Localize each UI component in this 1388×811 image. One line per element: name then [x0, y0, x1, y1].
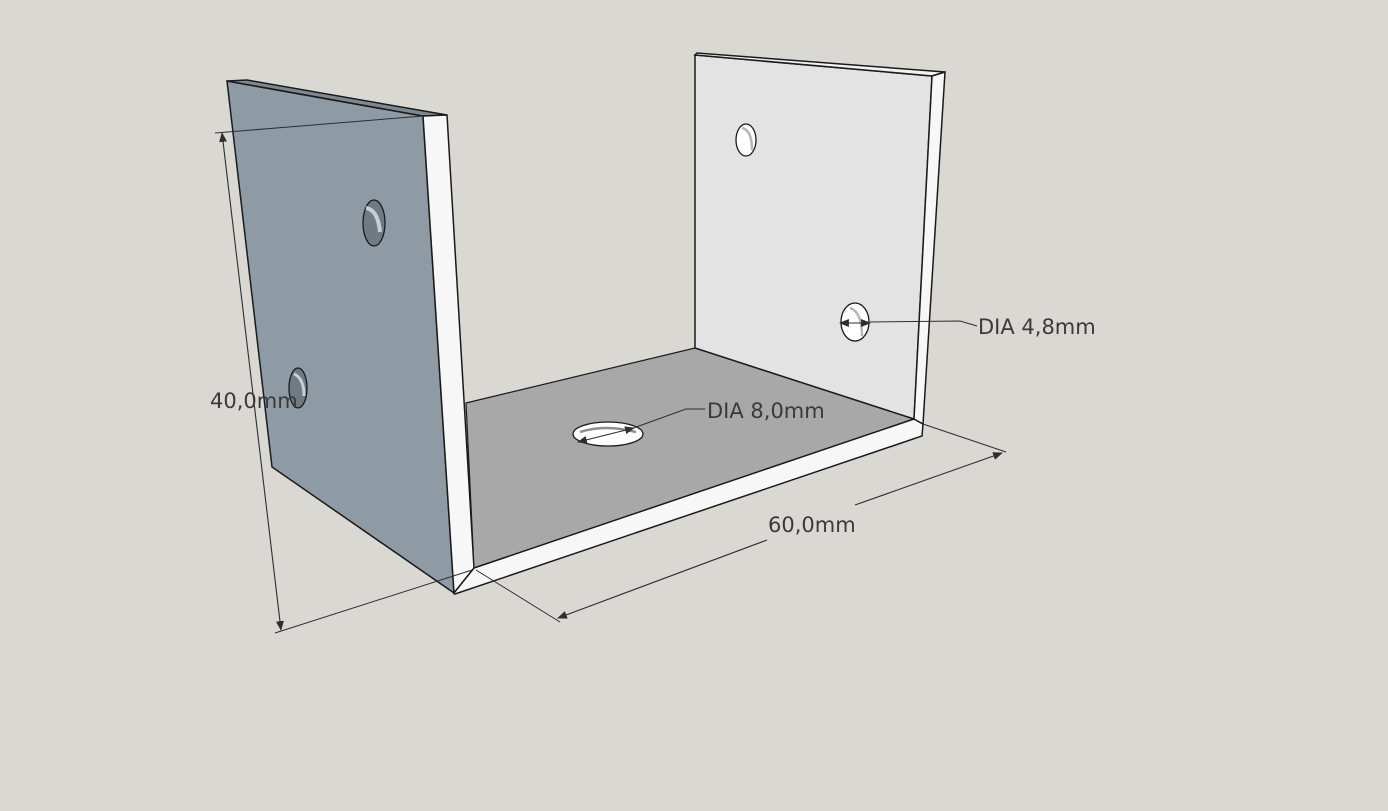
hole-icon: [735, 123, 757, 157]
length-dimension: [475, 423, 1007, 623]
hole-large-label: DIA 8,0mm: [707, 399, 825, 423]
height-dimension: [214, 115, 473, 634]
height-dimension-label: 40,0mm: [210, 389, 298, 413]
length-dimension-label: 60,0mm: [768, 513, 856, 537]
hole-large-leader: [577, 408, 705, 444]
hole-small-leader: [839, 319, 978, 327]
hole-icon: [362, 199, 386, 247]
left-plate-face: [226, 80, 455, 595]
hole-icon: [288, 367, 308, 409]
hole-icon: [840, 302, 870, 342]
hole-small-label: DIA 4,8mm: [978, 315, 1096, 339]
